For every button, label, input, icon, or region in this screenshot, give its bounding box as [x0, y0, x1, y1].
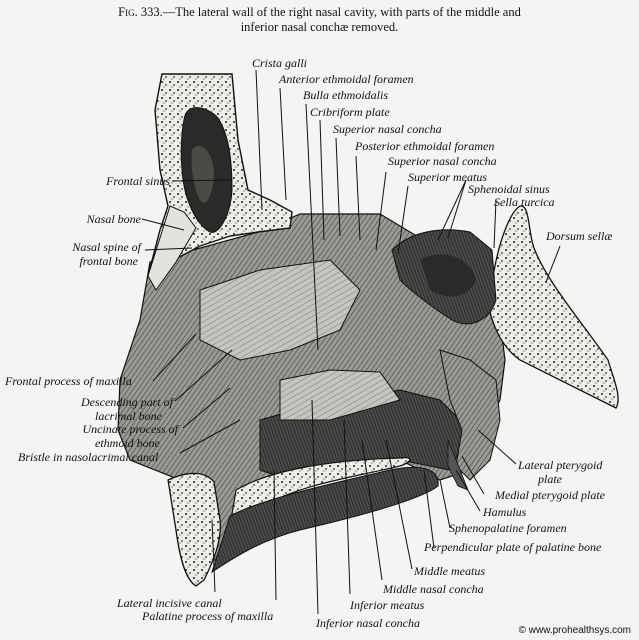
label-anterior-ethmoidal-foramen: Anterior ethmoidal foramen	[279, 72, 414, 86]
label-bristle-nasolacrimal: Bristle in nasolacrimal canal	[18, 450, 159, 464]
label-lateral-pterygoid-line1: Lateral pterygoid	[518, 458, 603, 472]
caption-line-1: Fig. 333.—The lateral wall of the right …	[0, 5, 639, 20]
label-superior-nasal-concha-2: Superior nasal concha	[388, 154, 497, 168]
label-frontal-sinus: Frontal sinus	[106, 174, 170, 188]
caption-line-2: inferior nasal conchæ removed.	[240, 20, 399, 34]
figure-number: Fig. 333.	[118, 5, 163, 19]
label-nasal-spine-line2: frontal bone	[79, 254, 138, 268]
watermark: © www.prohealthsys.com	[518, 625, 631, 636]
label-inferior-nasal-concha: Inferior nasal concha	[316, 616, 420, 630]
label-descending-lacrimal-line2: lacrimal bone	[95, 409, 162, 423]
label-superior-meatus: Superior meatus	[408, 170, 487, 184]
label-lateral-incisive-canal: Lateral incisive canal	[117, 596, 222, 610]
figure-caption: Fig. 333.—The lateral wall of the right …	[0, 5, 639, 35]
label-medial-pterygoid-plate: Medial pterygoid plate	[495, 488, 605, 502]
label-descending-lacrimal-line1: Descending part of	[81, 395, 173, 409]
label-middle-nasal-concha: Middle nasal concha	[383, 582, 484, 596]
caption-text-1: —The lateral wall of the right nasal cav…	[162, 5, 521, 19]
label-hamulus: Hamulus	[483, 505, 527, 519]
label-nasal-bone: Nasal bone	[86, 212, 141, 226]
label-sphenoidal-sinus: Sphenoidal sinus	[468, 182, 550, 196]
label-uncinate-line2: ethmoid bone	[95, 436, 160, 450]
label-palatine-process-maxilla: Palatine process of maxilla	[142, 609, 274, 623]
label-frontal-process-maxilla: Frontal process of maxilla	[5, 374, 132, 388]
pterygoid-plates	[439, 349, 501, 491]
nasal-bone-shape	[147, 205, 197, 291]
lateral-wall-mass	[117, 213, 506, 561]
label-sphenopalatine-foramen: Sphenopalatine foramen	[449, 521, 567, 535]
label-posterior-ethmoidal-foramen: Posterior ethmoidal foramen	[355, 139, 495, 153]
label-crista-galli: Crista galli	[252, 56, 308, 70]
label-sella-turcica: Sella turcica	[494, 195, 555, 209]
label-dorsum-sellae: Dorsum sellæ	[546, 229, 613, 243]
leader-lines	[141, 69, 561, 615]
label-nasal-spine-line1: Nasal spine of	[72, 240, 141, 254]
label-inferior-meatus: Inferior meatus	[350, 598, 425, 612]
label-bulla-ethmoidalis: Bulla ethmoidalis	[303, 88, 388, 102]
label-uncinate-line1: Uncinate process of	[82, 422, 178, 436]
label-perpendicular-plate-palatine: Perpendicular plate of palatine bone	[424, 540, 602, 554]
label-lateral-pterygoid-line2: plate	[538, 472, 562, 486]
label-middle-meatus: Middle meatus	[414, 564, 485, 578]
sphenoid-bone	[391, 205, 619, 409]
palate-region	[167, 457, 439, 587]
label-superior-nasal-concha-1: Superior nasal concha	[333, 122, 442, 136]
label-cribriform-plate: Cribriform plate	[310, 105, 390, 119]
